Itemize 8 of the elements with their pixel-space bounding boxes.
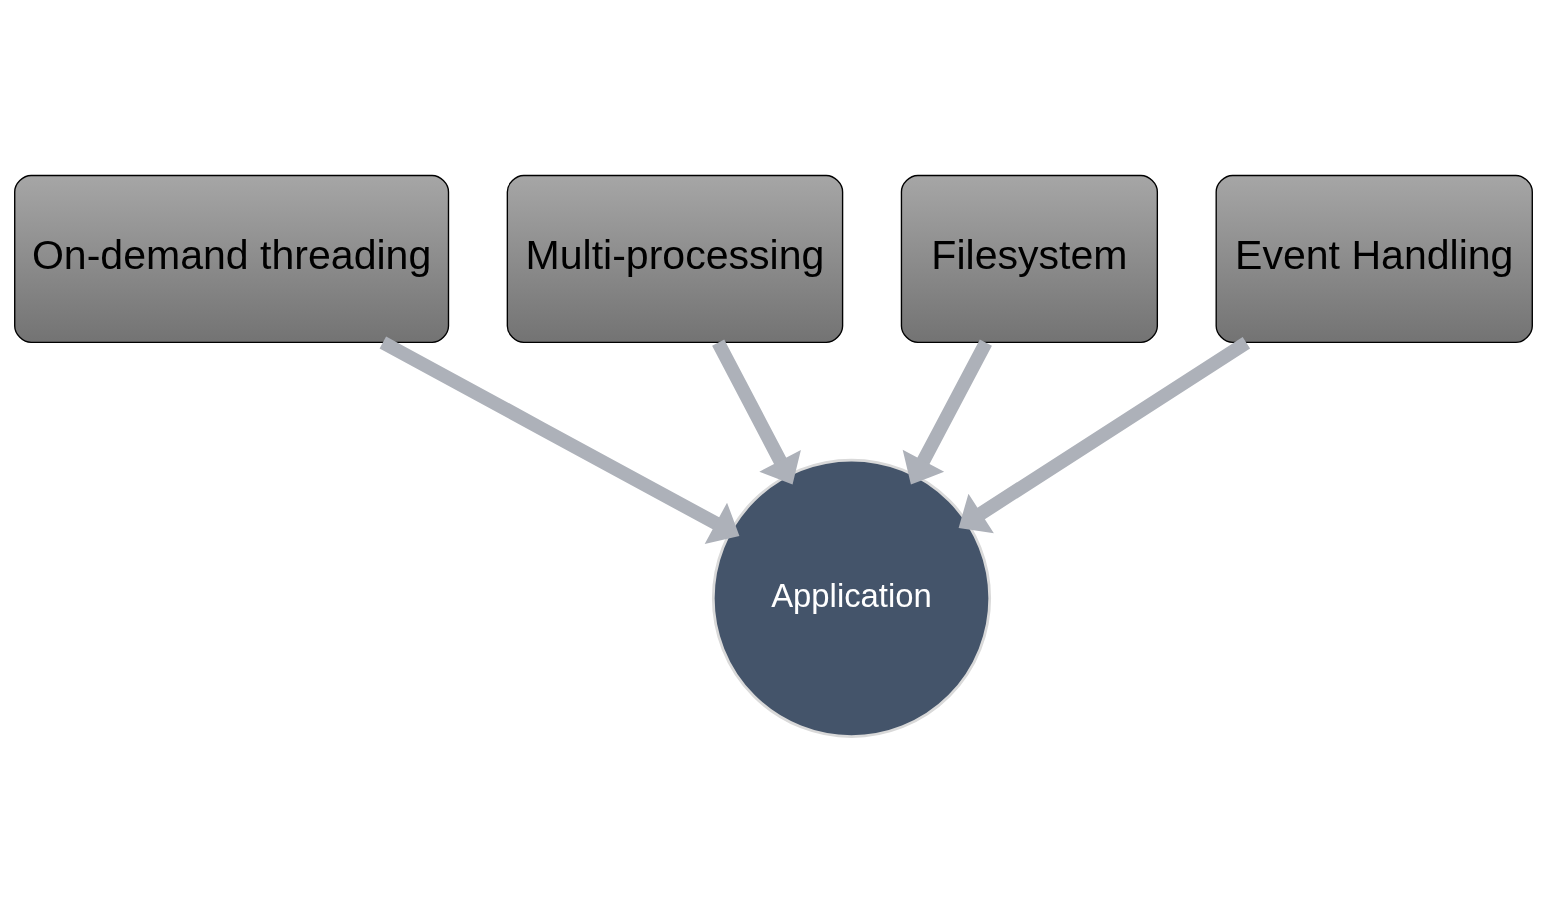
node-box: On-demand threading <box>14 174 450 344</box>
node-box: Filesystem <box>900 174 1159 344</box>
arrow <box>379 336 740 544</box>
node-box: Event Handling <box>1215 174 1533 344</box>
arrow <box>712 339 801 485</box>
node-box: Multi-processing <box>506 174 844 344</box>
arrow <box>902 339 992 485</box>
arrow <box>958 336 1251 534</box>
